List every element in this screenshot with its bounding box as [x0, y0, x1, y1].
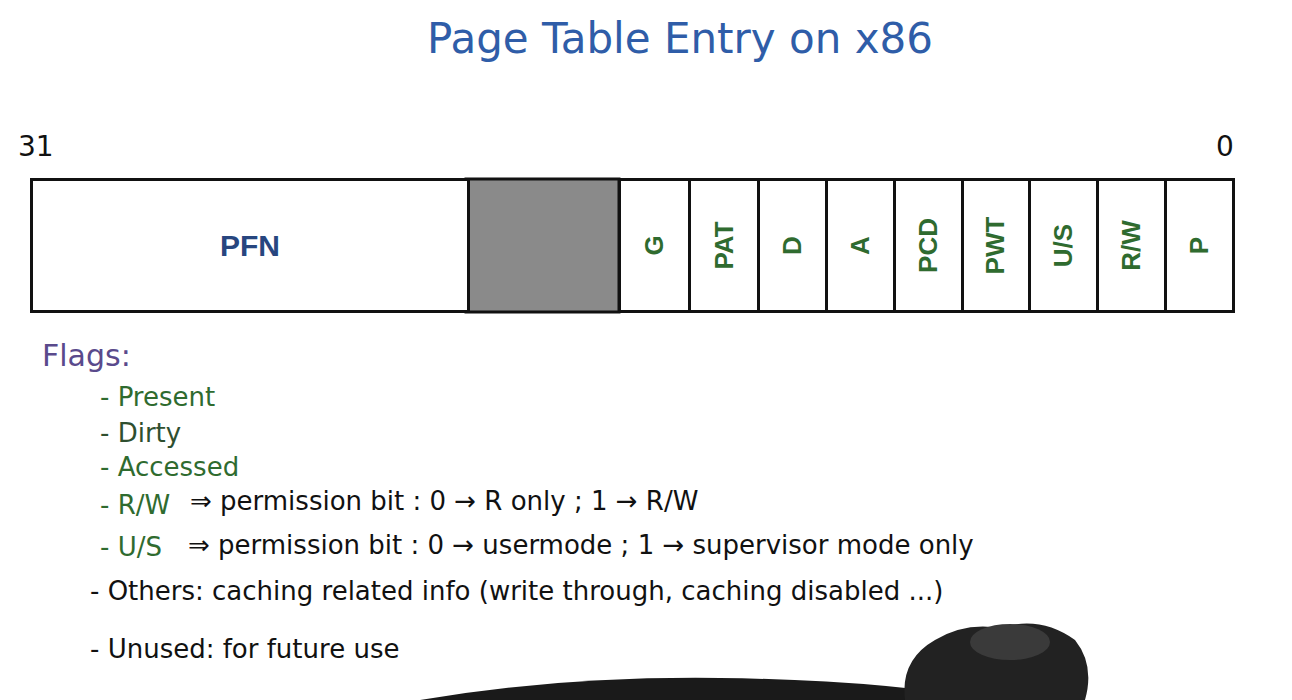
flag-note: - Present [100, 382, 215, 412]
flag-name: U/S [1048, 224, 1079, 267]
hand-marker [970, 624, 1050, 660]
flag-note: ⇒ permission bit : 0 → usermode ; 1 → su… [188, 530, 974, 560]
flag-bit-box: A [825, 178, 896, 313]
flag-bit-box: R/W [1096, 178, 1167, 313]
hand [904, 624, 1088, 700]
flag-name: PAT [708, 221, 739, 269]
flag-bit-box: PCD [893, 178, 964, 313]
flag-name: A [845, 236, 876, 255]
flag-bit-box: PAT [688, 178, 760, 313]
flag-name: G [639, 235, 670, 255]
title: Page Table Entry on x86 [68, 14, 1292, 63]
bit-number: 31 [18, 130, 54, 163]
flag-bit-box: U/S [1028, 178, 1099, 313]
flag-name: R/W [1116, 220, 1147, 271]
bit-number: 0 [1216, 130, 1234, 163]
field-box: PFN [30, 178, 470, 313]
field-name: PFN [220, 229, 280, 263]
flag-bit-box: D [757, 178, 828, 313]
flag-name: P [1184, 237, 1215, 254]
flag-note: - U/S [100, 532, 162, 562]
flag-bit-box: G [618, 178, 691, 313]
flag-name: D [777, 236, 808, 255]
flag-note: - Dirty [100, 418, 181, 448]
flag-note: - R/W [100, 490, 170, 520]
notes-heading: Flags: [42, 338, 131, 373]
flag-name: PCD [913, 218, 944, 273]
flag-note: ⇒ permission bit : 0 → R only ; 1 → R/W [190, 486, 698, 516]
flag-note: - Unused: for future use [90, 634, 399, 664]
flag-bit-box: PWT [961, 178, 1031, 313]
flag-note: - Accessed [100, 452, 239, 482]
flag-name: PWT [980, 217, 1011, 275]
flag-bit-box: P [1164, 178, 1235, 313]
unused-field [466, 179, 619, 312]
flag-note: - Others: caching related info (write th… [90, 576, 943, 606]
